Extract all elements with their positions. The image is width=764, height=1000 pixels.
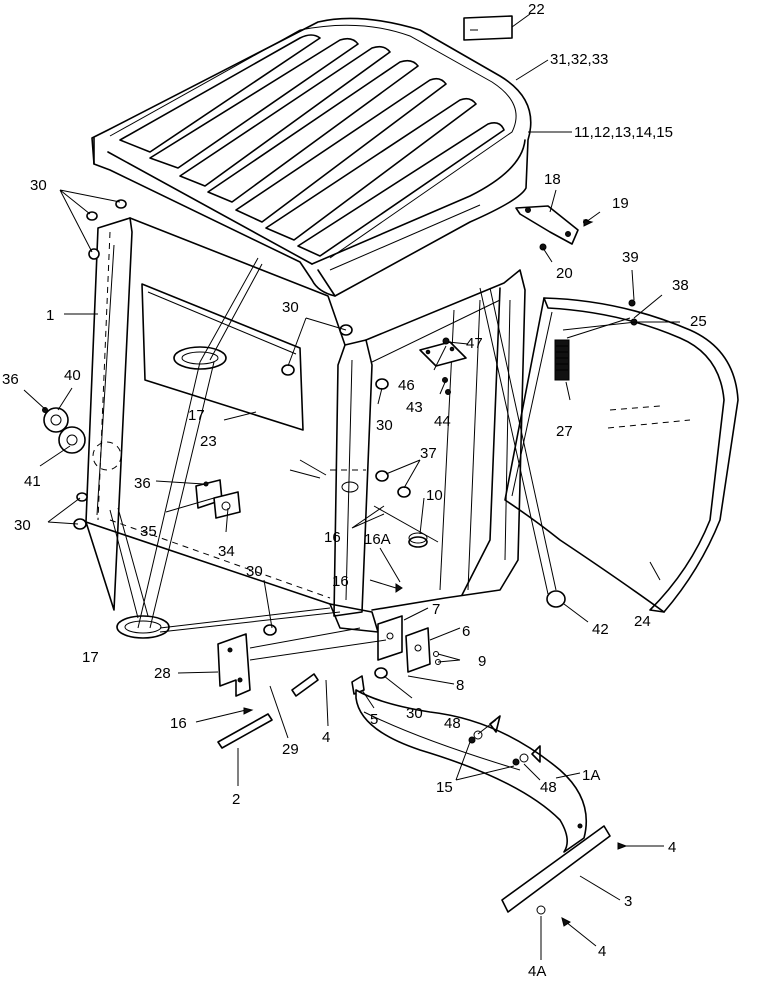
- callout-16-upper: 16: [324, 529, 341, 546]
- callout-4-left: 4: [322, 729, 330, 746]
- callout-4-right: 4: [668, 839, 676, 856]
- small-parts: [42, 15, 589, 749]
- callout-30-lower: 30: [246, 563, 263, 580]
- callout-20: 20: [556, 265, 573, 282]
- callout-47: 47: [466, 335, 483, 352]
- callout-1: 1: [46, 307, 54, 324]
- callout-22: 22: [528, 1, 545, 18]
- callout-38: 38: [672, 277, 689, 294]
- callout-28: 28: [154, 665, 171, 682]
- callout-43: 43: [406, 399, 423, 416]
- callout-37: 37: [420, 445, 437, 462]
- callout-36-mid: 36: [134, 475, 151, 492]
- trim-strip-3: [501, 825, 611, 913]
- callout-35: 35: [140, 523, 157, 540]
- callout-7: 7: [432, 601, 440, 618]
- callout-40: 40: [64, 367, 81, 384]
- callout-16-lower: 16: [170, 715, 187, 732]
- callout-46: 46: [398, 377, 415, 394]
- callout-17-lower: 17: [82, 649, 99, 666]
- callout-4-bottom: 4: [598, 943, 606, 960]
- callout-48-lower: 48: [540, 779, 557, 796]
- callout-3: 3: [624, 893, 632, 910]
- callout-11-15: 11,12,13,14,15: [574, 124, 673, 141]
- door-glass: [504, 297, 739, 613]
- callout-48-upper: 48: [444, 715, 461, 732]
- callout-30-post: 30: [376, 417, 393, 434]
- leader-lines: [23, 13, 680, 960]
- callout-15: 15: [436, 779, 453, 796]
- callout-4a: 4A: [528, 963, 546, 980]
- callout-16a: 16A: [364, 531, 391, 548]
- callout-30-bottom: 30: [406, 705, 423, 722]
- callout-31-32-33: 31,32,33: [550, 51, 608, 68]
- callout-27: 27: [556, 423, 573, 440]
- callout-16-mid: 16: [332, 573, 349, 590]
- callout-29: 29: [282, 741, 299, 758]
- callout-41: 41: [24, 473, 41, 490]
- callout-25: 25: [690, 313, 707, 330]
- fender-1a: [355, 689, 588, 853]
- callout-19: 19: [612, 195, 629, 212]
- callout-44: 44: [434, 413, 451, 430]
- callout-36-left: 36: [2, 371, 19, 388]
- callout-39: 39: [622, 249, 639, 266]
- callout-34: 34: [218, 543, 235, 560]
- callout-10: 10: [426, 487, 443, 504]
- cab-body: [85, 217, 526, 633]
- callout-17-upper: 17: [188, 407, 205, 424]
- callout-9: 9: [478, 653, 486, 670]
- callout-30-side: 30: [282, 299, 299, 316]
- callout-8: 8: [456, 677, 464, 694]
- callout-2: 2: [232, 791, 240, 808]
- callout-6: 6: [462, 623, 470, 640]
- roof-ribs: [109, 24, 517, 259]
- callout-18: 18: [544, 171, 561, 188]
- callout-labels: 22 31,32,33 11,12,13,14,15 30 18 19 20 3…: [2, 1, 707, 980]
- callout-42: 42: [592, 621, 609, 638]
- callout-30-left: 30: [14, 517, 31, 534]
- callout-1a: 1A: [582, 767, 600, 784]
- callout-30-roof: 30: [30, 177, 47, 194]
- callout-24: 24: [634, 613, 651, 630]
- callout-5: 5: [370, 711, 378, 728]
- roof-assembly: [91, 17, 532, 297]
- callout-23: 23: [200, 433, 217, 450]
